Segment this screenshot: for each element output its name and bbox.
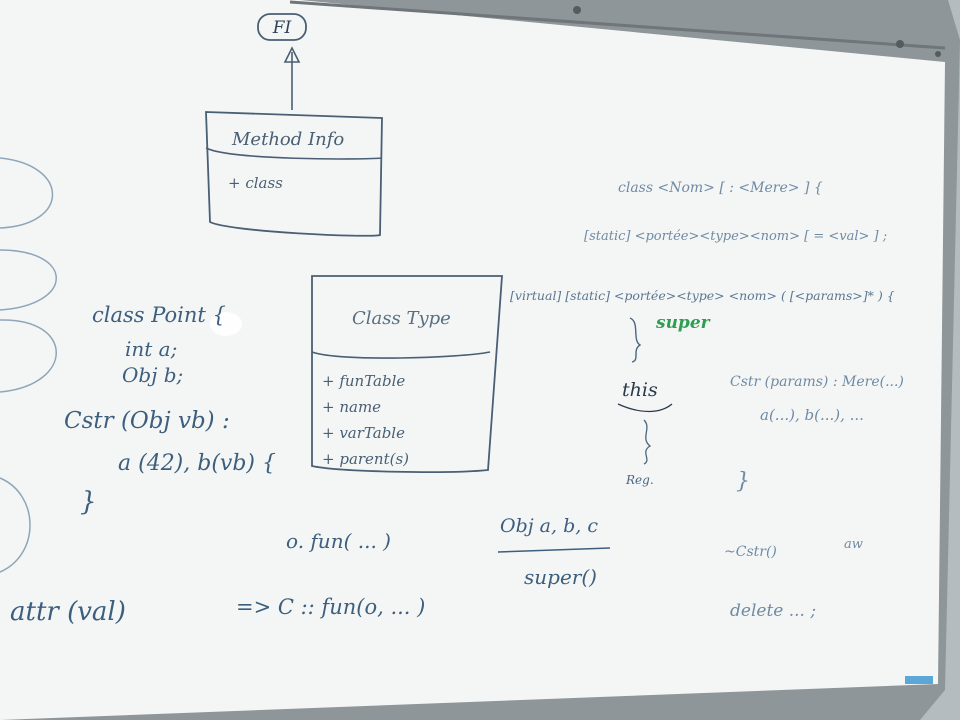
rail-screw — [573, 6, 581, 14]
class-type-title: Class Type — [352, 308, 451, 329]
tray-sticker — [905, 676, 933, 684]
code-attr-val: attr (val) — [10, 597, 126, 627]
grammar-class-line: class <Nom> [ : <Mere> ] { — [618, 180, 823, 196]
code-translated-call: => C :: fun(o, ... ) — [236, 595, 425, 619]
class-type-member: + name — [322, 398, 381, 416]
class-type-member: + parent(s) — [322, 450, 409, 468]
method-info-box — [205, 111, 383, 237]
code-method-call: o. fun( ... ) — [286, 529, 391, 553]
grammar-squiggle — [643, 419, 652, 465]
code-class-decl: class Point { — [92, 303, 226, 327]
eraser-mark — [0, 477, 31, 573]
light-glare — [210, 312, 242, 336]
class-type-box — [311, 275, 503, 473]
grammar-delete: delete ... ; — [730, 601, 816, 621]
code-constructor: Cstr (Obj vb) : — [64, 408, 230, 434]
grammar-field-line: [static] <portée><type><nom> [ = <val> ]… — [584, 229, 887, 244]
grammar-close-brace: } — [736, 469, 750, 494]
rail-screw — [896, 40, 904, 48]
grammar-ctor-line2: a(...), b(...), ... — [760, 406, 864, 424]
grammar-method-line: [virtual] [static] <portée><type> <nom> … — [510, 288, 895, 303]
code-super-call: super() — [524, 565, 597, 589]
code-field-b: Obj b; — [122, 363, 183, 387]
grammar-super-word: super — [655, 313, 711, 333]
grammar-reg-word: Reg. — [625, 473, 654, 487]
rail-screw — [935, 51, 941, 57]
top-rail — [289, 0, 946, 50]
code-close-brace: } — [80, 487, 97, 517]
inheritance-arrow — [283, 46, 301, 63]
interface-box — [257, 13, 307, 41]
grammar-destructor-note: aw — [844, 537, 863, 552]
grammar-destructor: ~Cstr() — [724, 544, 777, 560]
this-underline — [617, 403, 673, 413]
eraser-mark — [0, 249, 57, 311]
method-info-title: Method Info — [231, 129, 344, 150]
method-info-divider — [205, 147, 383, 160]
code-field-a: int a; — [125, 337, 177, 361]
eraser-mark — [0, 157, 54, 229]
class-type-divider — [311, 351, 491, 359]
grammar-ctor-line1: Cstr (params) : Mere(...) — [730, 374, 904, 390]
code-divider — [497, 547, 611, 553]
class-type-member: + funTable — [322, 372, 405, 390]
eraser-mark — [0, 319, 57, 393]
interface-label: FI — [272, 18, 292, 38]
method-info-member: + class — [228, 174, 283, 192]
grammar-brace — [629, 317, 642, 363]
code-init-list: a (42), b(vb) { — [118, 451, 276, 476]
grammar-this-word: this — [622, 379, 658, 401]
code-obj-decl: Obj a, b, c — [500, 515, 598, 537]
class-type-member: + varTable — [322, 424, 405, 442]
